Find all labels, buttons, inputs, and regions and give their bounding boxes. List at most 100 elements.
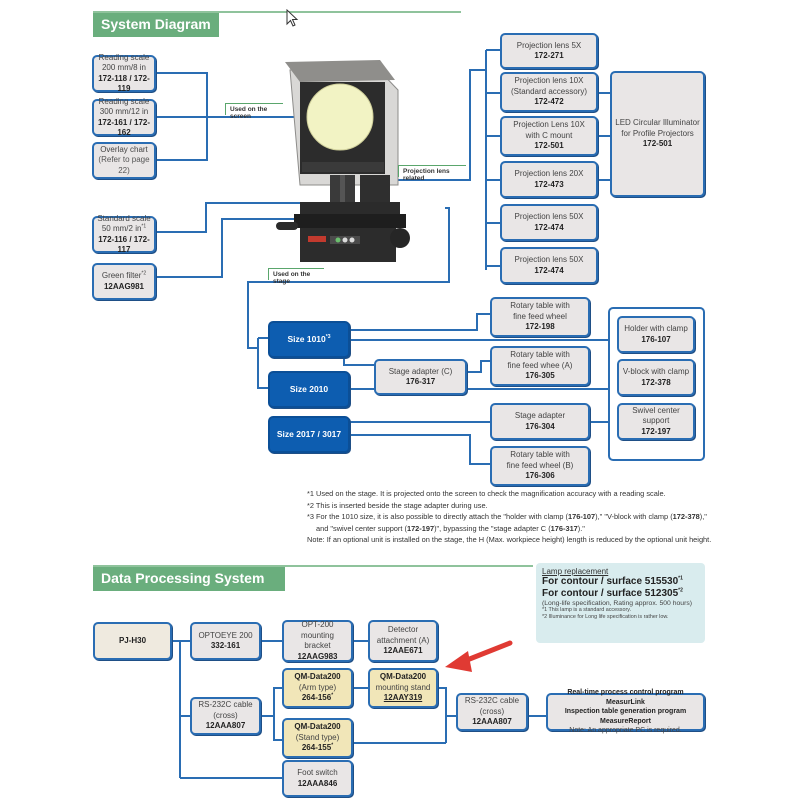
size-label: Size 2017 / 3017 [276,429,342,440]
item-sub: fine feed whee (A) [507,360,573,370]
size-2017-3017-box: Size 2017 / 3017 [268,416,350,453]
reading-scale-200-box: Reading scale 200 mm/8 in 172-118 / 172-… [92,52,156,94]
item-name: Stage adapter (C) [388,366,453,376]
overlay-chart-box: Overlay chart (Refer to page 22) [92,142,156,179]
part-number: 172-161 / 172-162 [97,117,151,138]
item-name: Rotary table with [510,301,570,311]
stage-adapter-c-box: Stage adapter (C) 176-317 [374,359,467,395]
item-name: Rotary table with [510,350,570,360]
part-number: 332-161 [210,641,241,650]
profile-projector-illustration [276,60,410,262]
item-name: Reading scale 200 mm/8 in [98,52,150,73]
part-number: 12AAA807 [472,717,512,727]
part-number: 264-156* [301,692,334,703]
part-number: 172-474 [534,265,564,275]
item-name: Projection lens 10X [514,76,584,86]
item-name: OPTOEYE 200 [198,630,253,640]
part-number: 172-473 [534,179,564,189]
software-line-2: Inspection table generation program Meas… [564,708,687,725]
optoeye-box: OPTOEYE 200 332-161 [190,622,261,660]
item-sub: (Arm type) [298,682,337,692]
item-name: RS-232C cable (cross) [464,696,520,716]
item-name: Detector [387,625,419,635]
footnote-2: *2 This is inserted beside the stage ada… [307,500,488,510]
item-name: Standard scale 50 mm/2 in*1 [97,213,151,234]
foot-switch-box: Foot switch 12AAA846 [282,760,353,797]
detector-attachment-box: Detector attachment (A) 12AAE671 [368,620,438,662]
part-number: 172-271 [534,51,564,60]
lamp-footnote-2: *2 Illuminance for Long life specificati… [542,614,669,620]
part-number: 172-197 [641,426,671,436]
item-name: QM-Data200 [379,672,427,682]
red-arrow-icon [445,640,513,672]
part-number: 12AAG981 [103,281,145,291]
size-2010-box: Size 2010 [268,371,350,408]
part-number: 172-501 [642,139,673,149]
rs232-cable-right-box: RS-232C cable (cross) 12AAA807 [456,693,528,731]
qm-data200-arm-box: QM-Data200 (Arm type) 264-156* [282,668,353,708]
item-name: Stage adapter [514,411,566,420]
software-note: Note: An appropriate PC is required. [569,727,682,735]
item-name: Green filter*2 [101,270,147,280]
part-number: 172-378 [641,377,671,387]
item-sub: with C mount [525,130,573,140]
item-name: RS-232C cable (cross) [198,700,253,720]
item-name: LED Circular Illuminator [615,118,700,128]
part-number: 12AAE671 [383,646,423,656]
item-name: QM-Data200 [294,672,341,682]
footnote-3-cont: and "swivel center support (172-197)", b… [316,523,585,533]
lens-50x-box: Projection lens 50X 172-474 [500,204,598,241]
lens-50x-box-2: Projection lens 50X 172-474 [500,247,598,284]
item-name: Projection lens 50X [514,212,584,221]
tag-projection-lens-related: Projection lens related [398,165,466,182]
part-number: 172-501 [534,141,564,151]
part-number: 172-474 [534,222,564,232]
rs232-cable-left-box: RS-232C cable (cross) 12AAA807 [190,697,261,735]
item-name: Rotary table with [510,450,570,460]
part-number: 172-472 [534,97,564,107]
item-name: Holder with clamp [624,324,688,333]
item-reference: (Refer to page 22) [98,155,150,175]
tag-used-on-stage: Used on the stage [268,268,324,285]
part-number: 176-306 [525,471,555,481]
item-name: Projection lens 20X [514,169,584,178]
footnote-1: *1 Used on the stage. It is projected on… [307,489,666,498]
part-number: 176-317 [405,377,436,386]
item-name: Overlay chart [100,144,148,154]
item-sub: (Stand type) [295,732,340,742]
size-1010-box: Size 1010*3 [268,321,350,358]
part-number: 172-118 / 172-119 [98,73,150,94]
section-title-data-processing: Data Processing System Diagram [93,565,285,612]
lens-10x-cmount-box: Projection Lens 10X with C mount 172-501 [500,116,598,156]
item-sub: bracket [304,641,331,650]
part-number: 176-305 [525,371,555,381]
lamp-line-1: For contour / surface 515530*1 [542,575,683,587]
title-rule [93,11,461,13]
tag-used-on-screen: Used on the screen [225,103,283,120]
note: Note: If an optional unit is installed o… [307,535,712,544]
opt200-bracket-box: OPT-200 mounting bracket 12AAG983 [282,620,353,662]
part-number: 12AAA807 [205,721,246,731]
holder-with-clamp-box: Holder with clamp 176-107 [617,316,695,353]
lamp-line-2: For contour / surface 512305*2 [542,587,683,599]
lens-20x-box: Projection lens 20X 172-473 [500,161,598,198]
part-number: 176-107 [641,334,671,344]
part-number: 264-155* [301,742,334,753]
rotary-table-b-box: Rotary table with fine feed wheel (B) 17… [490,446,590,486]
part-number: 12AAA846 [297,778,338,788]
part-number: 12AAY319 [383,693,423,703]
standard-scale-box: Standard scale 50 mm/2 in*1 172-116 / 17… [92,213,156,254]
part-number: 176-304 [525,421,555,431]
item-sub: (Standard accessory) [510,86,588,96]
mouse-cursor-icon [286,9,299,27]
pj-h30-box: PJ-H30 [93,622,172,660]
section-title-system-diagram: System Diagram [93,11,219,37]
item-sub: fine feed wheel (B) [506,460,574,470]
item-name: Projection Lens 10X [513,120,585,130]
footnotes: *1 Used on the stage. It is projected on… [307,488,727,546]
lamp-replacement-panel: Lamp replacement For contour / surface 5… [536,563,705,643]
item-name: Reading scale 300 mm/12 in [98,96,150,117]
green-filter-box: Green filter*2 12AAG981 [92,263,156,300]
part-number: 172-198 [525,322,555,332]
item-name: Swivel center support [632,405,680,426]
